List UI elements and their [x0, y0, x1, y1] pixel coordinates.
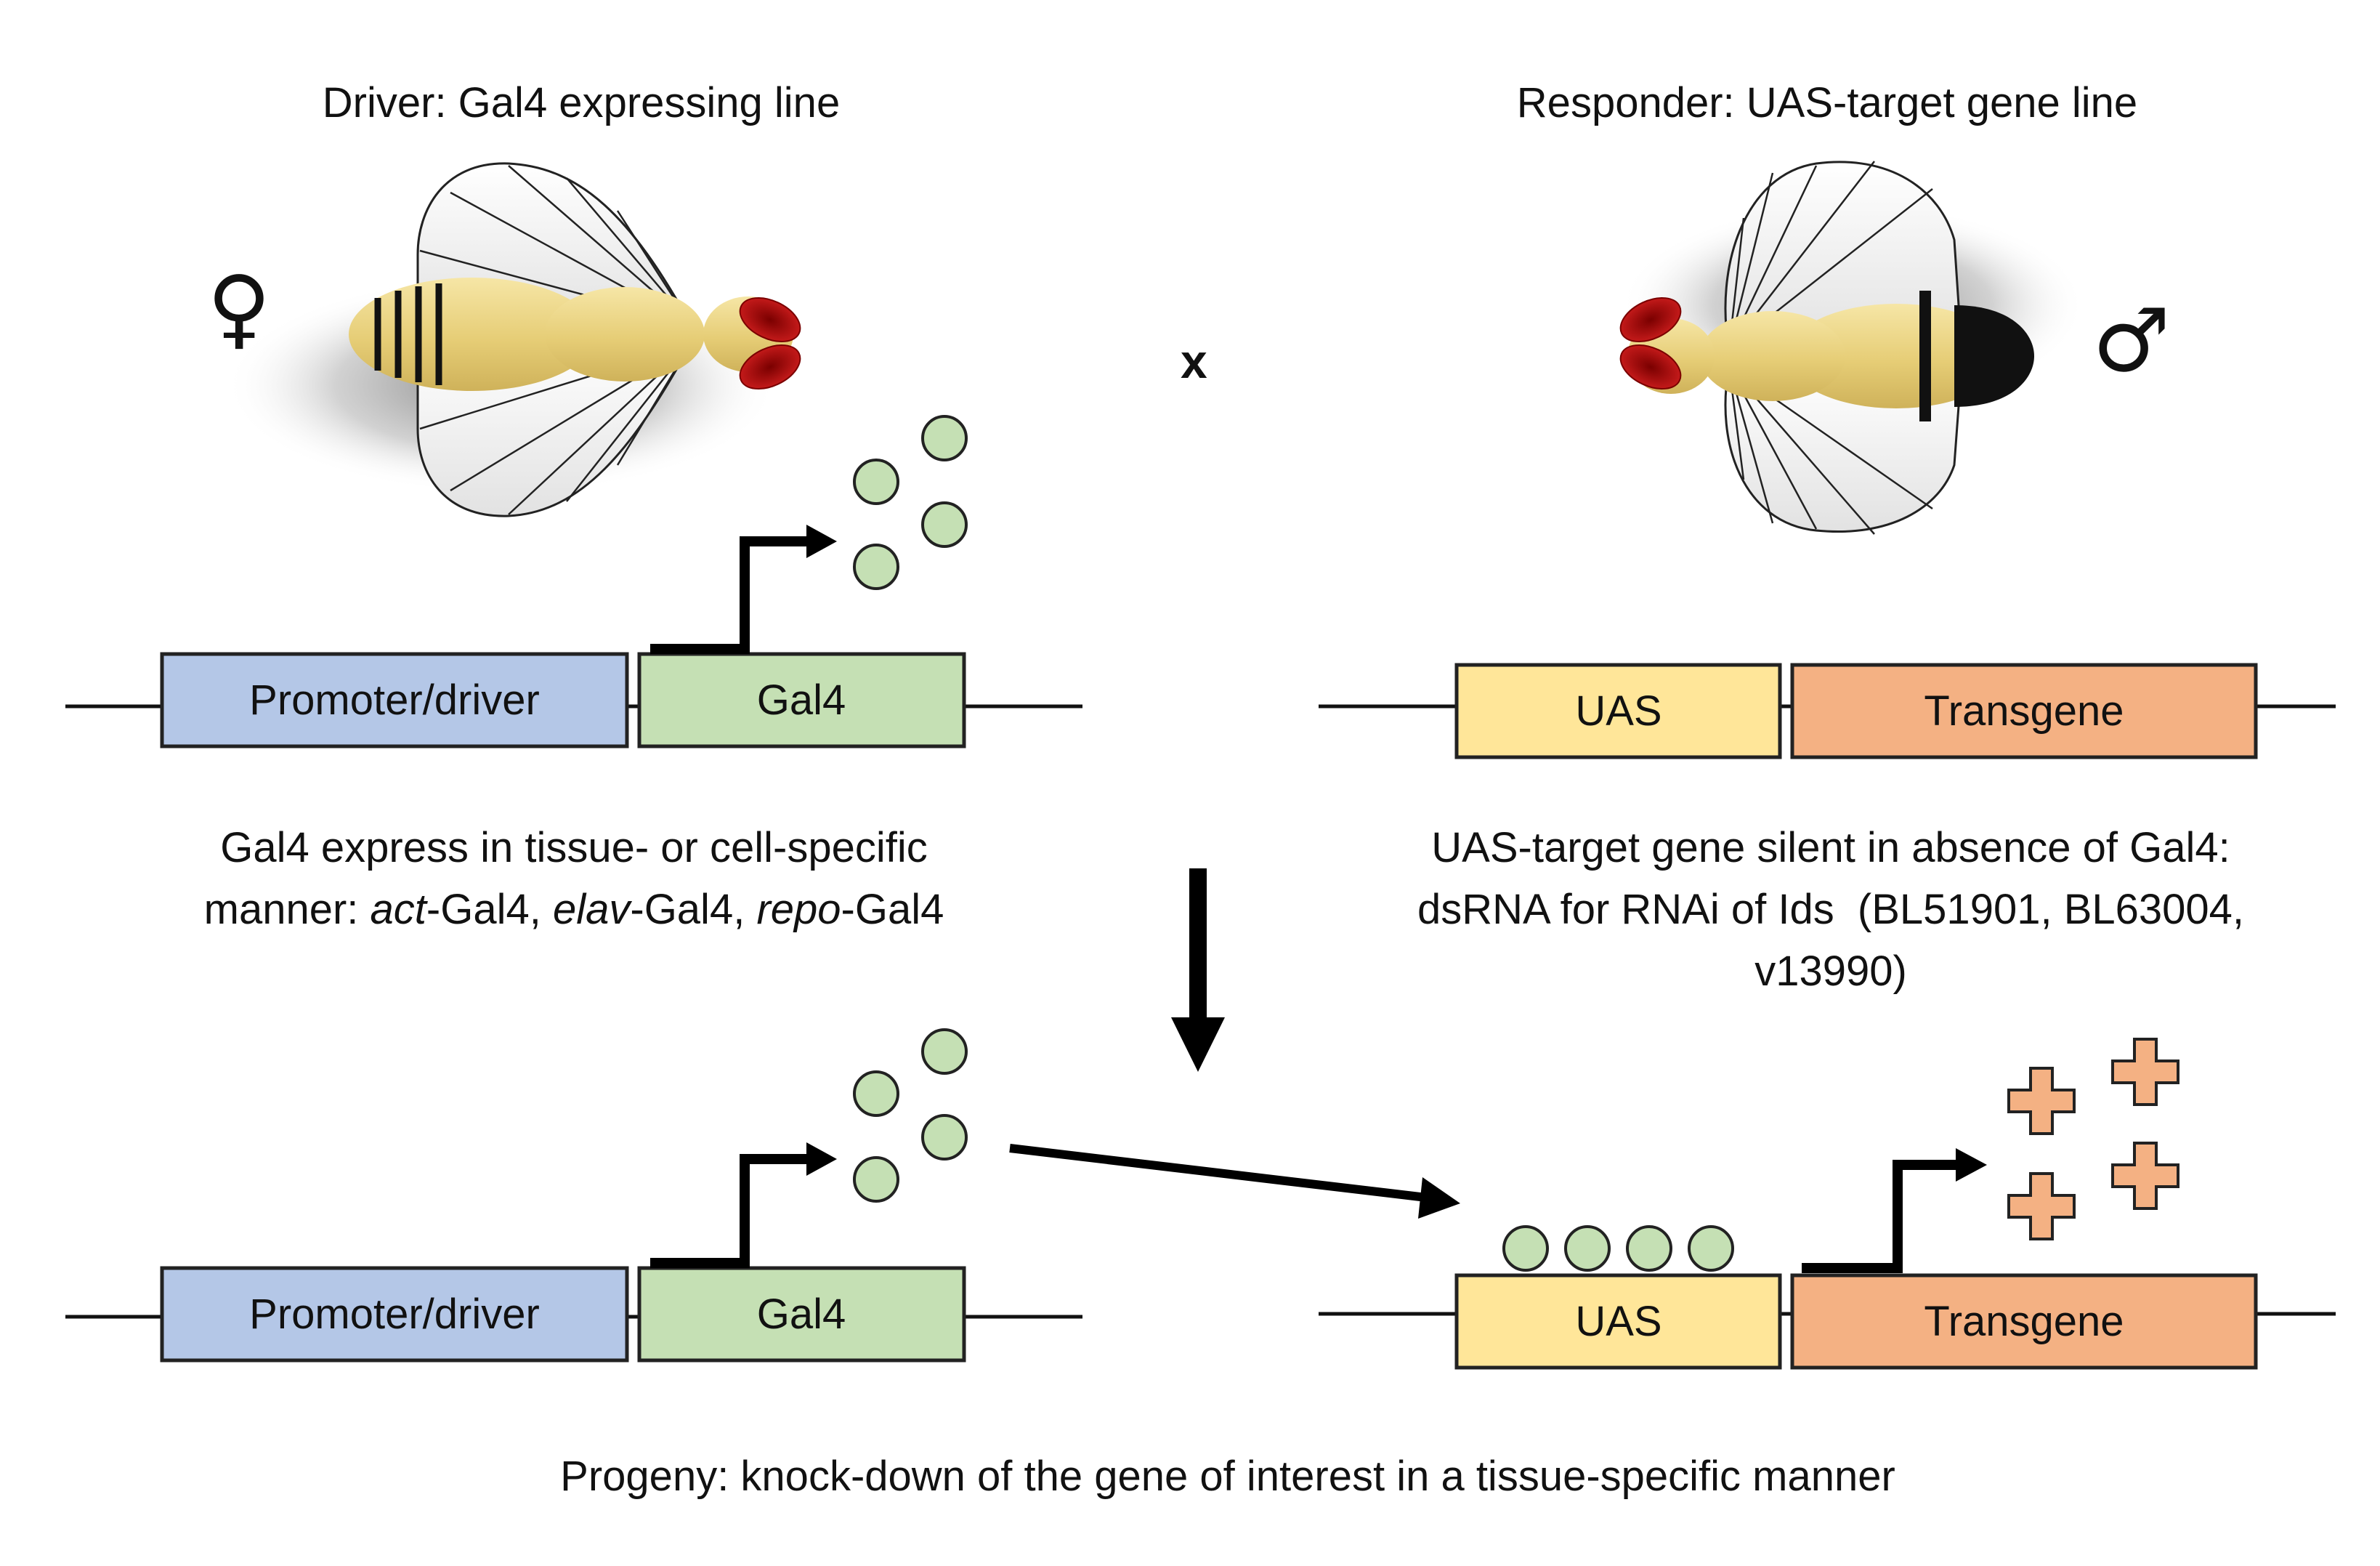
gal4-protein: [1688, 1225, 1734, 1272]
transgene-product: [2111, 1142, 2179, 1210]
transgene-product: [2007, 1172, 2076, 1240]
gal4-protein: [1502, 1225, 1549, 1272]
repo-suffix: -Gal4: [841, 886, 944, 933]
driver-title: Driver: Gal4 expressing line: [322, 79, 841, 126]
gal4-protein: [853, 544, 899, 590]
progeny-responder-construct: UAS Transgene: [1319, 1148, 2336, 1370]
transgene-box: [1790, 1273, 2258, 1370]
driver-construct: Promoter/driver Gal4: [65, 525, 1082, 748]
gal4-protein: [921, 1028, 968, 1075]
gal4-protein: [1564, 1225, 1611, 1272]
uas-box: [1454, 1273, 1782, 1370]
uas-label: UAS: [1575, 687, 1661, 735]
gal4-protein: [853, 1070, 899, 1117]
gal4-label: Gal4: [757, 677, 846, 724]
female-fly-abdomen: [349, 278, 596, 391]
repo-italic: repo: [756, 886, 841, 933]
transgene-product: [2111, 1038, 2179, 1106]
male-symbol: ♂: [2092, 291, 2171, 392]
promoter-label: Promoter/driver: [249, 677, 540, 724]
transgene-label: Transgene: [1924, 687, 2124, 735]
gal4-label: Gal4: [757, 1291, 846, 1338]
transcription-arrow: [1802, 1160, 1962, 1273]
transgene-label: Transgene: [1924, 1298, 2124, 1345]
down-arrow: [1171, 868, 1225, 1072]
progeny-caption: Progeny: knock-down of the gene of inter…: [560, 1453, 1895, 1500]
elav-italic: elav: [552, 886, 631, 933]
responder-description-line2: dsRNA for RNAi of Ids (BL51901, BL63004,: [1417, 886, 2245, 933]
responder-description-line1: UAS-target gene silent in absence of Gal…: [1431, 824, 2230, 871]
transcription-arrow-head: [806, 1142, 837, 1176]
responder-description-line3: v13990): [1754, 948, 1907, 995]
gal4-box: [637, 652, 966, 748]
cross-symbol: x: [1181, 334, 1207, 388]
driver-description-line2: manner: act-Gal4, elav-Gal4, repo-Gal4: [109, 879, 1039, 940]
female-fly-eye-lower: [739, 344, 801, 390]
female-symbol: ♀: [207, 258, 271, 359]
female-fly-stripes: [374, 283, 442, 385]
act-suffix: -Gal4,: [426, 886, 553, 933]
male-fly-thorax: [1700, 311, 1845, 401]
binding-arrow: [1009, 1144, 1460, 1219]
gal4-box: [637, 1266, 966, 1363]
male-fly-upper-wing: [1724, 161, 1963, 350]
female-fly-eye-upper: [739, 296, 801, 343]
transgene-product: [2007, 1067, 2076, 1135]
male-fly-eye-upper: [1619, 296, 1682, 343]
gal4-proteins-bottom: [853, 1028, 968, 1203]
gal4-protein: [853, 459, 899, 505]
transcription-arrow: [650, 1154, 814, 1268]
male-fly-abdomen-tip: [1954, 305, 2034, 407]
gal4-protein: [921, 415, 968, 461]
driver-description-line1: Gal4 express in tissue- or cell-specific: [220, 824, 928, 871]
promoter-box: [160, 652, 629, 748]
male-fly-eye-lower: [1619, 344, 1682, 390]
progeny-driver-construct: Promoter/driver Gal4: [65, 1142, 1082, 1363]
gal4-proteins-top: [853, 415, 968, 590]
gal4-protein: [921, 501, 968, 548]
promoter-label: Promoter/driver: [249, 1291, 540, 1338]
bound-gal4-proteins: [1502, 1225, 1734, 1272]
act-italic: act: [370, 886, 426, 933]
transcription-arrow-head: [1956, 1148, 1987, 1182]
gal4-protein: [853, 1156, 899, 1203]
elav-suffix: -Gal4,: [630, 886, 757, 933]
uas-label: UAS: [1575, 1298, 1661, 1345]
promoter-box: [160, 1266, 629, 1363]
responder-construct: UAS Transgene: [1319, 663, 2336, 759]
transcription-arrow: [650, 536, 814, 654]
transgene-products: [2007, 1038, 2179, 1240]
uas-box: [1454, 663, 1782, 759]
female-fly-thorax: [545, 287, 705, 382]
female-fly: [225, 162, 801, 517]
transgene-box: [1790, 663, 2258, 759]
gal4-protein: [921, 1114, 968, 1161]
driver-line2-prefix: manner:: [203, 886, 371, 933]
male-fly: [1619, 161, 2085, 535]
responder-title: Responder: UAS-target gene line: [1516, 79, 2138, 126]
gal4-protein: [1626, 1225, 1672, 1272]
transcription-arrow-head: [806, 525, 837, 558]
male-fly-abdomen: [1787, 304, 2005, 408]
